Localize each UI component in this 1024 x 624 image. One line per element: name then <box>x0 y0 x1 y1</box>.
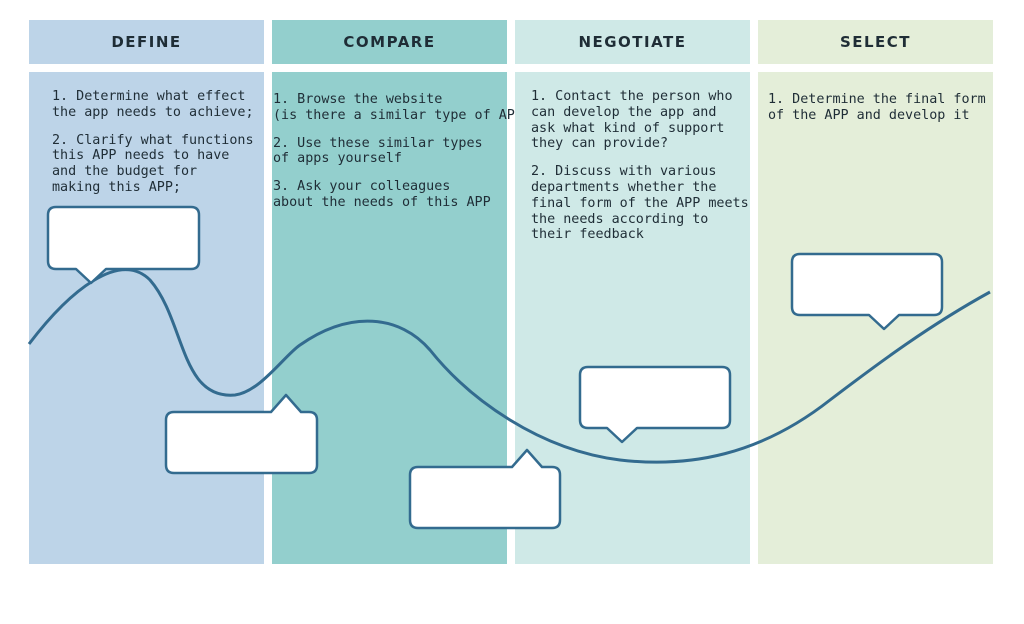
phase-negotiate-header: NEGOTIATE <box>515 20 750 64</box>
step-item: 1. Browse the website (is there a simila… <box>273 92 531 123</box>
phase-compare-header: COMPARE <box>272 20 507 64</box>
phase-define-steps: 1. Determine what effect the app needs t… <box>52 89 254 208</box>
callout-5 <box>790 252 944 331</box>
step-item: 1. Contact the person who can develop th… <box>531 89 733 152</box>
phase-select-header: SELECT <box>758 20 993 64</box>
step-item: 1. Determine the final form of the APP a… <box>768 92 986 123</box>
phase-compare-steps: 1. Browse the website (is there a simila… <box>273 92 531 223</box>
step-item: 3. Ask your colleagues about the needs o… <box>273 179 491 210</box>
step-item: 2. Clarify what functions this APP needs… <box>52 132 254 195</box>
phase-define-body <box>29 72 264 564</box>
step-item: 2. Use these similar types of apps yours… <box>273 135 483 167</box>
phase-select-steps: 1. Determine the final form of the APP a… <box>768 92 986 136</box>
callout-2 <box>164 393 319 475</box>
emotion-curve <box>27 268 991 464</box>
step-item: 1. Determine what effect the app needs t… <box>52 89 254 120</box>
callout-3 <box>408 448 562 530</box>
phase-define-header: DEFINE <box>29 20 264 64</box>
phase-negotiate-steps: 1. Contact the person who can develop th… <box>531 89 749 255</box>
callout-4 <box>578 365 732 444</box>
callout-1 <box>46 205 201 285</box>
step-item: 2. Discuss with various departments whet… <box>531 164 749 243</box>
